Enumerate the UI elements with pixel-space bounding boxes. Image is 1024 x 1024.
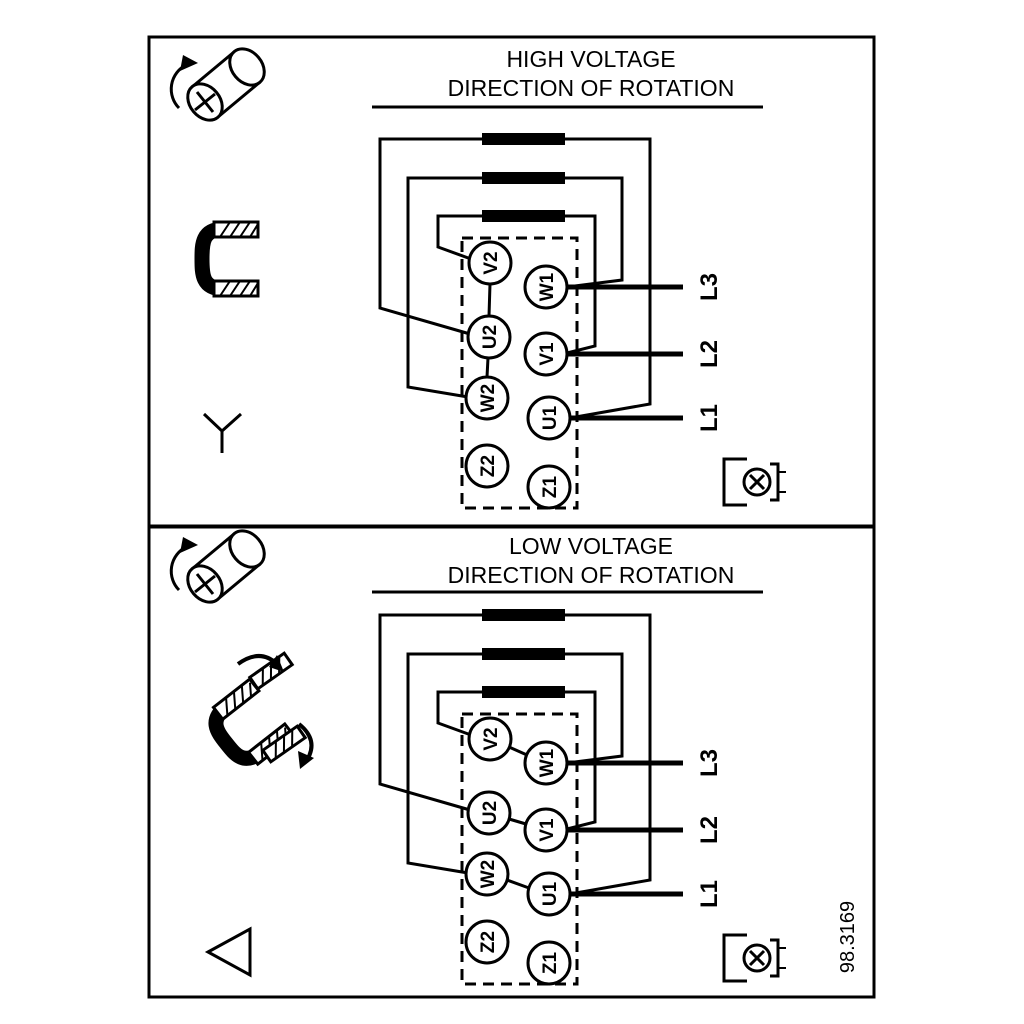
- low-voltage-panel-border: [147, 525, 876, 999]
- delta-symbol: [204, 926, 252, 978]
- screw-icon: [169, 522, 273, 611]
- high-voltage-terminal-diagram: [380, 133, 723, 508]
- terminal-link-icon: [194, 220, 260, 298]
- low-voltage-terminal-diagram: [380, 609, 723, 984]
- link-repositioning-icon: [208, 651, 314, 769]
- low-voltage-title: LOW VOLTAGE: [509, 533, 673, 559]
- earth-terminal-icon: [722, 933, 788, 983]
- star-links: [485, 283, 492, 378]
- star-symbol: [202, 412, 243, 453]
- low-voltage-panel: LOW VOLTAGE DIRECTION OF ROTATION: [169, 522, 859, 984]
- high-voltage-subtitle: DIRECTION OF ROTATION: [448, 75, 735, 101]
- earth-terminal-icon: [722, 457, 788, 507]
- screw-icon: [169, 40, 273, 129]
- high-voltage-title: HIGH VOLTAGE: [506, 46, 675, 72]
- low-voltage-subtitle: DIRECTION OF ROTATION: [448, 562, 735, 588]
- figure-number: 98.3169: [837, 901, 859, 973]
- high-voltage-panel: HIGH VOLTAGE DIRECTION OF ROTATION: [169, 40, 788, 508]
- delta-links: [506, 745, 530, 890]
